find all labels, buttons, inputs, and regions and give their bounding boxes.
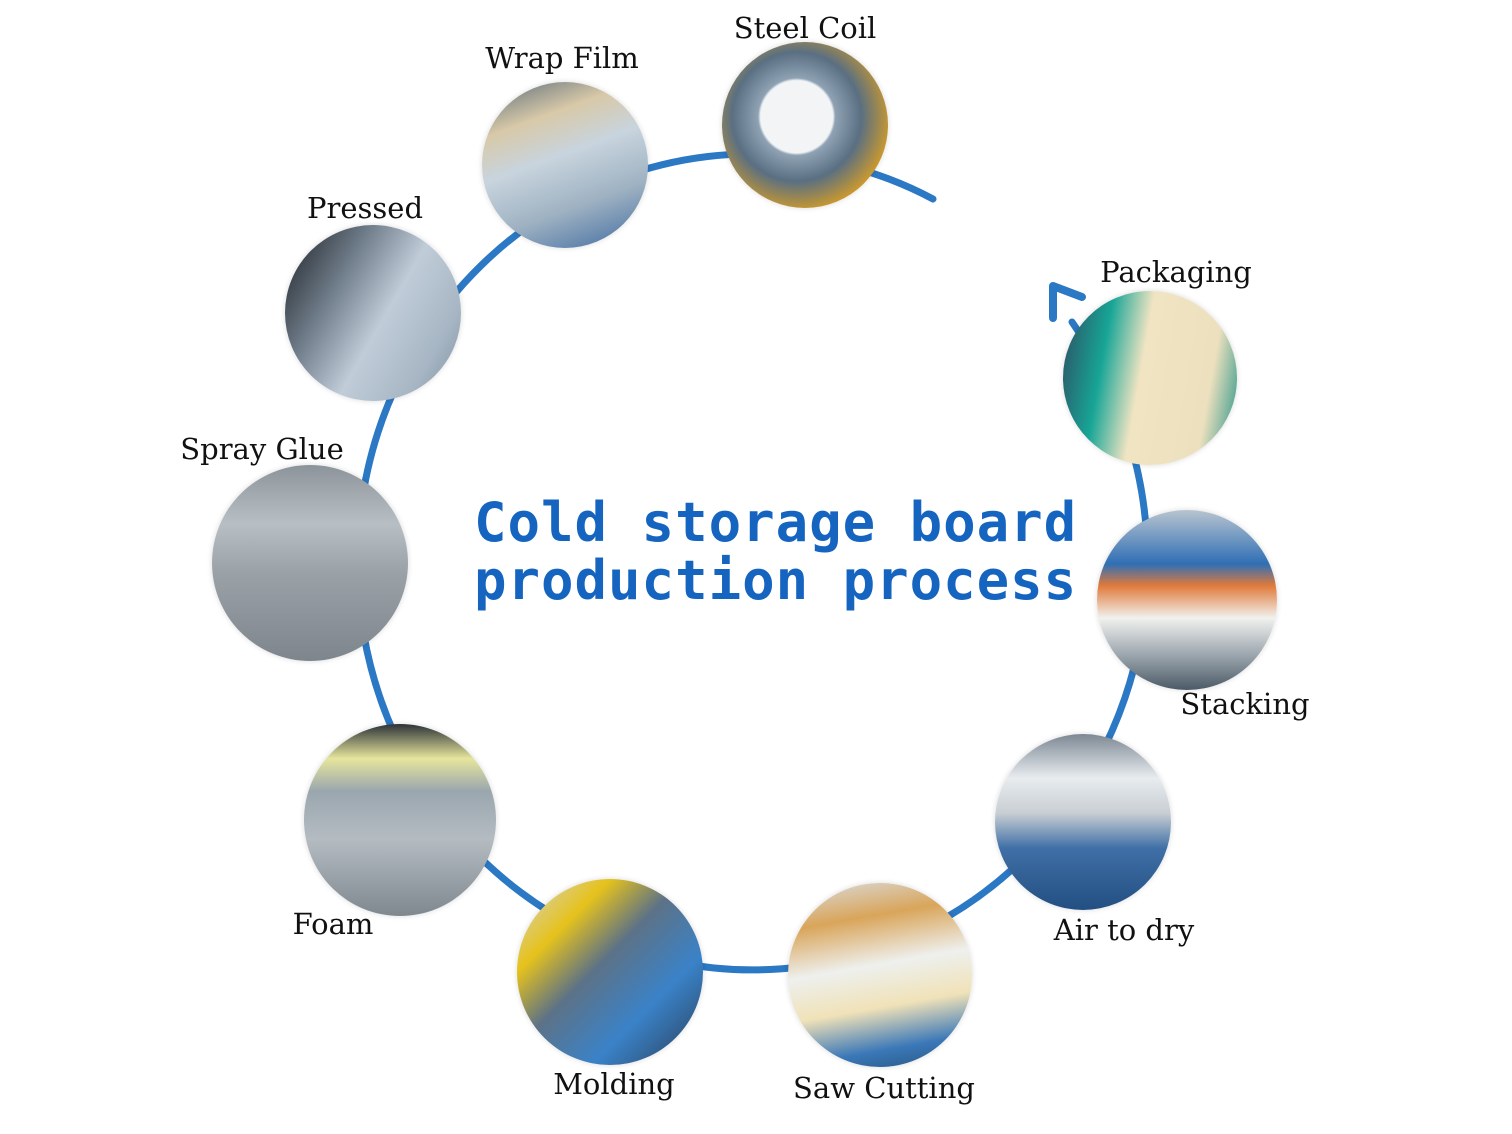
foam-photo: [304, 724, 496, 916]
step-label-air-to-dry: Air to dry: [1053, 913, 1195, 947]
title-line-1: Cold storage board: [474, 491, 1078, 554]
packaging-photo: [1063, 291, 1237, 465]
step-label-spray-glue: Spray Glue: [180, 432, 344, 466]
spray-glue-photo: [212, 465, 408, 661]
step-label-pressed: Pressed: [306, 191, 424, 225]
molding-photo: [517, 879, 703, 1065]
step-label-packaging: Packaging: [1100, 255, 1252, 289]
step-label-foam: Foam: [292, 907, 374, 941]
wrap-film-photo: [482, 82, 648, 248]
pressed-photo: [285, 225, 461, 401]
air-to-dry-photo: [995, 734, 1171, 910]
steel-coil-photo: [722, 42, 888, 208]
step-label-molding: Molding: [553, 1067, 675, 1101]
saw-cutting-photo: [788, 883, 972, 1067]
stacking-photo: [1097, 510, 1277, 690]
step-label-stacking: Stacking: [1180, 687, 1310, 721]
cycle-arrow-head-icon: [1049, 282, 1086, 322]
title-line-2: production process: [474, 549, 1078, 612]
diagram-title: Cold storage board production process: [474, 494, 1077, 610]
step-label-saw-cutting: Saw Cutting: [793, 1071, 975, 1105]
step-label-wrap-film: Wrap Film: [485, 41, 639, 75]
step-label-steel-coil: Steel Coil: [733, 11, 877, 45]
